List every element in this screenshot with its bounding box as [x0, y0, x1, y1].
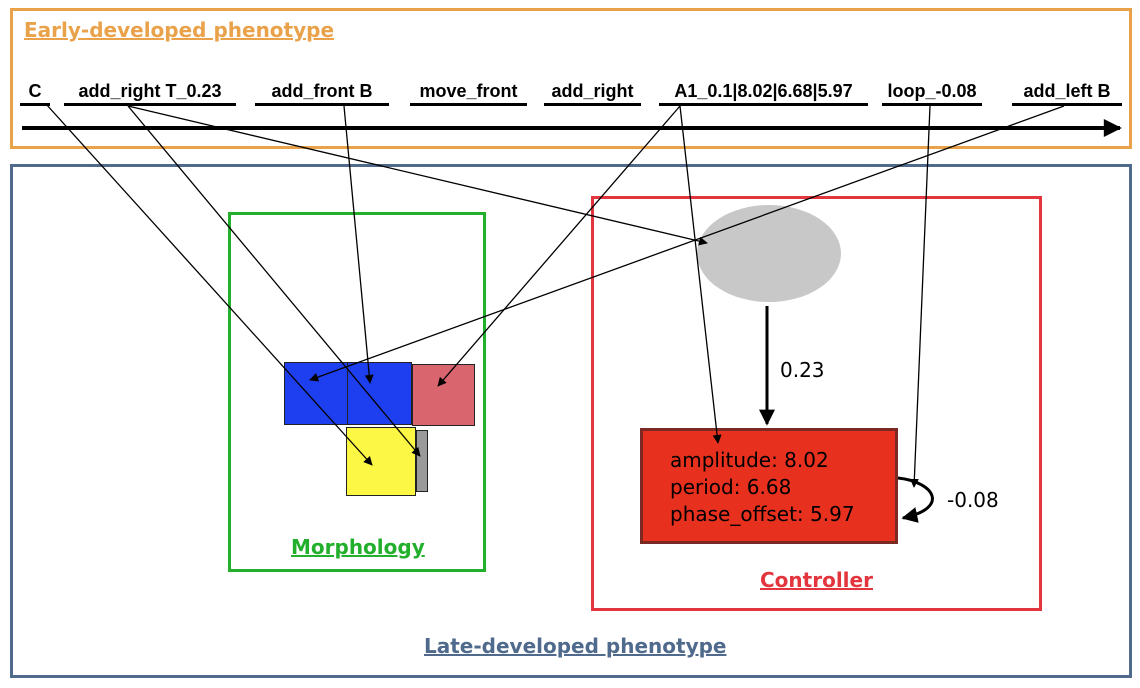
gene-add-right-joint: add_right T_0.23: [64, 80, 236, 106]
morphology-panel: [228, 212, 486, 572]
arrow-loop-gene: [909, 105, 931, 488]
oscillator-period: period: 6.68: [670, 475, 792, 499]
arrow-core-gene: [45, 103, 373, 466]
front-brick-block: [346, 427, 416, 496]
gene-move-front: move_front: [410, 80, 527, 106]
gene-add-front-brick: add_front B: [255, 80, 389, 106]
arrow-joint-gene-sensor: [127, 105, 708, 246]
early-phenotype-panel: [10, 8, 1132, 149]
morphology-title: Morphology: [291, 535, 425, 559]
controller-panel: [591, 196, 1042, 611]
gene-loop: loop_-0.08: [882, 80, 982, 106]
sensor-node: [697, 205, 841, 302]
oscillator-amplitude: amplitude: 8.02: [670, 448, 829, 472]
gene-add-right: add_right: [544, 80, 641, 106]
controller-self-loop: [897, 476, 934, 523]
oscillator-node: amplitude: 8.02 period: 6.68 phase_offse…: [640, 428, 898, 544]
edge-weight-label: 0.23: [780, 358, 825, 382]
core-block: [347, 362, 412, 425]
gene-oscillator: A1_0.1|8.02|6.68|5.97: [659, 80, 868, 106]
gene-add-left-brick: add_left B: [1012, 80, 1122, 106]
controller-title: Controller: [760, 568, 873, 592]
late-phenotype-panel: [10, 164, 1132, 678]
left-brick-block: [284, 362, 348, 425]
oscillator-phase-offset: phase_offset: 5.97: [670, 502, 855, 526]
early-phenotype-title: Early-developed phenotype: [24, 18, 335, 42]
arrow-joint-gene-morph: [127, 105, 421, 457]
arrow-oscillator-gene-ctrl: [679, 105, 722, 444]
gene-core: C: [20, 80, 50, 106]
loop-weight-label: -0.08: [947, 488, 999, 512]
active-joint-block: [416, 430, 428, 492]
arrow-oscillator-gene-morph: [437, 105, 681, 387]
right-brick-block: [412, 364, 475, 426]
arrow-left-brick-gene: [309, 105, 1065, 382]
late-phenotype-title: Late-developed phenotype: [424, 634, 727, 658]
arrow-front-brick-gene: [343, 105, 374, 384]
